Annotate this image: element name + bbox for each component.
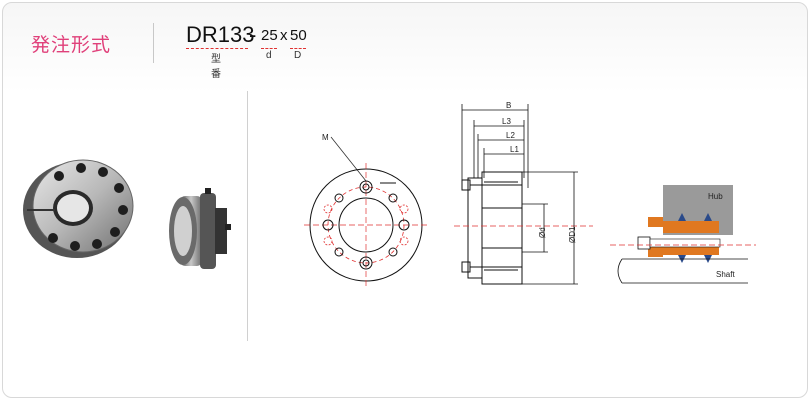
d-underline — [261, 48, 277, 49]
model-size-sep: x — [280, 27, 288, 44]
model-dash: - — [249, 22, 257, 47]
label-L1: L1 — [510, 145, 519, 154]
D-underline — [290, 48, 306, 49]
locking-device-photo-small — [169, 188, 231, 269]
type-label: 型番 — [211, 54, 221, 80]
model-prefix: DR133 — [186, 22, 255, 47]
front-view-drawing: M — [304, 133, 430, 287]
d-label: d — [266, 50, 272, 61]
label-hub: Hub — [708, 192, 723, 201]
label-phi-D1: ØD1 — [568, 226, 577, 243]
label-M: M — [322, 133, 329, 142]
model-size-d: 25 — [261, 27, 278, 44]
side-view-drawing: B L3 L2 L1 Ød ØD1 — [454, 101, 593, 285]
order-format-title: 発注形式 — [31, 35, 112, 56]
type-underline — [186, 48, 248, 49]
header-divider — [153, 23, 154, 63]
mounting-diagram: Hub Shaft — [610, 185, 756, 284]
section-divider — [247, 91, 248, 341]
label-L3: L3 — [502, 117, 511, 126]
label-shaft: Shaft — [716, 270, 735, 279]
locking-device-photo-large — [23, 159, 134, 258]
model-size-D: 50 — [290, 27, 307, 44]
label-B: B — [506, 101, 511, 110]
label-phi-d: Ød — [538, 227, 547, 238]
product-photos — [23, 159, 231, 269]
label-L2: L2 — [506, 131, 515, 140]
D-label: D — [294, 50, 302, 61]
